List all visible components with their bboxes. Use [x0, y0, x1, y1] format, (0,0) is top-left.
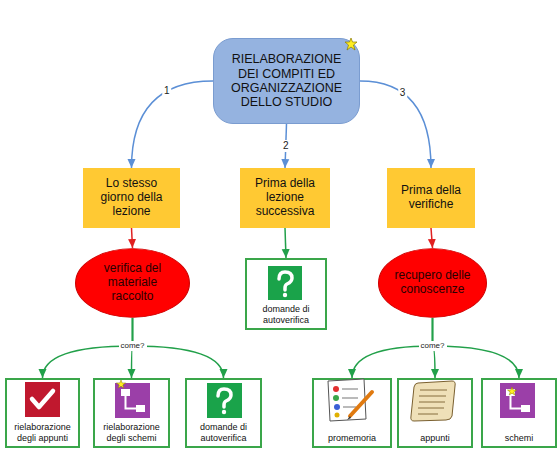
- node-label: Prima della lezione successiva: [245, 177, 325, 218]
- connector-arrow: [431, 228, 433, 248]
- node-label: recupero delle conoscenze: [392, 269, 473, 297]
- node-label: Prima della verifiche: [392, 184, 470, 212]
- node-text-group: schemi: [505, 433, 534, 443]
- connector-arrow: [360, 81, 431, 168]
- edge-label: 3: [398, 87, 408, 99]
- node-label: verifica del materiale raccolto: [89, 262, 176, 303]
- edge-label: 1: [162, 85, 172, 97]
- activity-ellipse: recupero delle conoscenze: [378, 248, 487, 318]
- root-topic: RIELABORAZIONE DEI COMPITI ED ORGANIZZAZ…: [213, 38, 360, 124]
- node-text-group: Prima della lezione successiva: [245, 177, 325, 218]
- node-text-group: recupero delle conoscenze: [392, 269, 473, 297]
- resource-box: promemoria: [312, 378, 392, 448]
- node-text-group: appunti: [420, 433, 450, 443]
- connector-arrow: [132, 81, 214, 168]
- resource-box: domande di autoverifica: [185, 378, 262, 448]
- activity-ellipse: verifica del materiale raccolto: [75, 248, 190, 318]
- resource-box: schemi: [481, 378, 557, 448]
- node-label: rielaborazione degli schemi: [97, 422, 166, 443]
- resource-box: rielaborazione degli schemi: [93, 378, 170, 448]
- node-label: Lo stesso giorno della lezione: [88, 177, 175, 218]
- connector-arrow: [285, 228, 286, 258]
- node-text-group: domande di autoverifica: [189, 422, 258, 443]
- node-text-group: Lo stesso giorno della lezione: [88, 177, 175, 218]
- node-label: domande di autoverifica: [249, 304, 323, 325]
- phase-box: Lo stesso giorno della lezione: [83, 168, 180, 228]
- node-text-group: rielaborazione degli appunti: [9, 422, 76, 443]
- node-label: appunti: [420, 433, 450, 443]
- node-text-group: domande di autoverifica: [249, 304, 323, 325]
- connector-arrow: [132, 228, 133, 248]
- node-text-group: verifica del materiale raccolto: [89, 262, 176, 303]
- edge-label: come?: [418, 341, 446, 351]
- node-label: promemoria: [328, 433, 376, 443]
- phase-box: Prima della verifiche: [387, 168, 475, 228]
- node-label: schemi: [505, 433, 534, 443]
- node-label: domande di autoverifica: [189, 422, 258, 443]
- node-text-group: Prima della verifiche: [392, 184, 470, 212]
- edge-label: come?: [118, 341, 146, 351]
- resource-box: rielaborazione degli appunti: [5, 378, 80, 448]
- node-text-group: promemoria: [328, 433, 376, 443]
- resource-box: appunti: [397, 378, 473, 448]
- edge-label: 2: [281, 140, 291, 152]
- resource-box: domande di autoverifica: [245, 258, 327, 330]
- phase-box: Prima della lezione successiva: [240, 168, 330, 228]
- node-label: rielaborazione degli appunti: [9, 422, 76, 443]
- node-text-group: RIELABORAZIONE DEI COMPITI ED ORGANIZZAZ…: [220, 52, 353, 110]
- node-text-group: rielaborazione degli schemi: [97, 422, 166, 443]
- node-label: RIELABORAZIONE DEI COMPITI ED ORGANIZZAZ…: [220, 52, 353, 110]
